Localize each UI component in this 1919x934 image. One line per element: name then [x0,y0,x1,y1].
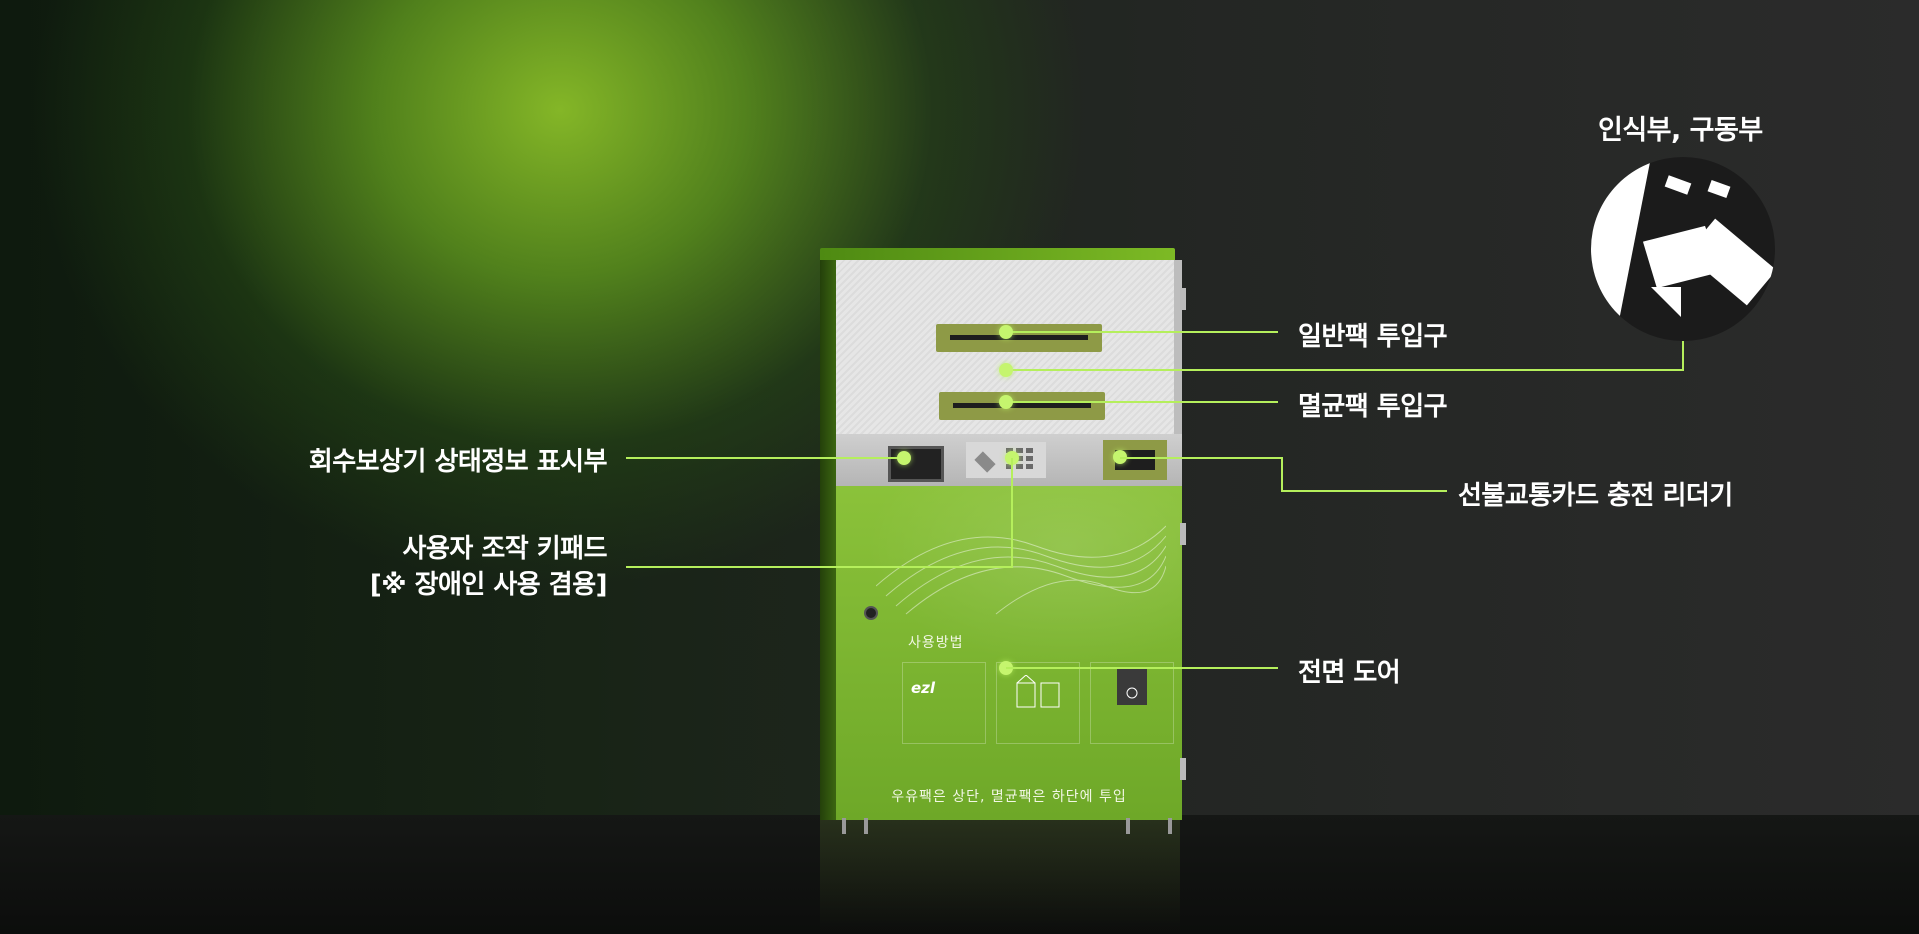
callout-status-display: 회수보상기 상태정보 표시부 [308,447,608,477]
hinge [1180,523,1186,545]
callout-general-pack-inlet: 일반팩 투입구 [1298,322,1448,352]
hinge [1180,288,1186,310]
keypad-press-icon [1117,669,1147,705]
machine-leg [842,818,846,834]
mechanism-shape [1707,179,1731,199]
callout-keypad-line1: 사용자 조작 키패드 [402,534,608,564]
leader-line-card-reader-end [1281,490,1447,492]
keypad-key[interactable] [1006,464,1013,469]
dot-general-pack [999,325,1013,339]
leader-line-recognition-vertical [1682,341,1684,371]
machine-leg [1126,818,1130,834]
machine-leg [1168,818,1172,834]
callout-sterile-pack-inlet: 멸균팩 투입구 [1298,392,1448,422]
leader-line-keypad-vertical [1011,458,1013,567]
instruction-card-2 [996,662,1080,744]
keypad-key[interactable] [1016,456,1023,461]
keypad-key[interactable] [1016,464,1023,469]
floor-reflection [820,815,1180,934]
door-wave-pattern [876,525,1166,615]
callout-front-door: 전면 도어 [1298,658,1401,688]
callout-keypad: 사용자 조작 키패드 [※ 장애인 사용 겸용] [369,531,608,603]
general-pack-slot[interactable] [936,324,1102,352]
callout-card-reader: 선불교통카드 충전 리더기 [1458,481,1733,511]
instruction-card-1: ezl [902,662,986,744]
instruction-card-3 [1090,662,1174,744]
machine-side [820,260,838,820]
dot-recognition [999,363,1013,377]
mechanism-shape [1664,175,1692,195]
machine-top-cap [820,248,1175,262]
mechanism-shape [1591,157,1651,341]
machine-leg [864,818,868,834]
status-display-screen [888,446,944,482]
dot-sterile-pack [999,395,1013,409]
leader-line-status-display [626,457,904,459]
machine-upper-side [1174,260,1182,435]
milk-carton-icon [1016,675,1060,708]
leader-line-card-reader-vertical [1281,457,1283,492]
slot-opening [950,335,1088,340]
slot-opening [953,403,1091,408]
door-lock-icon[interactable] [864,606,878,620]
keypad-key[interactable] [1026,464,1033,469]
keypad-key[interactable] [1006,448,1013,453]
door-instructions-title: 사용방법 [908,635,964,651]
leader-line-card-reader [1120,457,1282,459]
dot-status-display [897,451,911,465]
leader-line-keypad [626,566,1013,568]
ezl-logo: ezl [911,679,936,697]
callout-keypad-line2: [※ 장애인 사용 겸용] [369,570,608,600]
keypad-key[interactable] [1026,456,1033,461]
hinge [1180,758,1186,780]
leader-line-recognition [1006,369,1683,371]
floor [0,815,1919,934]
leader-line-front-door [1006,667,1278,669]
front-door[interactable]: 사용방법 ezl 우유팩은 상단, 멸균팩은 하단에 투입 [836,486,1182,820]
keypad-key[interactable] [1016,448,1023,453]
sterile-pack-slot[interactable] [939,392,1105,420]
card-reader[interactable] [1103,440,1167,480]
mechanism-shape [1651,287,1681,317]
keypad-key[interactable] [1026,448,1033,453]
leader-line-general-pack [1006,331,1278,333]
door-bottom-instruction: 우유팩은 상단, 멸균팩은 하단에 투입 [891,789,1127,805]
recognition-drive-unit-image [1591,157,1775,341]
arrow-key-icon[interactable] [974,451,996,473]
callout-recognition-drive-unit: 인식부, 구동부 [1598,115,1763,146]
leader-line-sterile-pack [1006,401,1278,403]
